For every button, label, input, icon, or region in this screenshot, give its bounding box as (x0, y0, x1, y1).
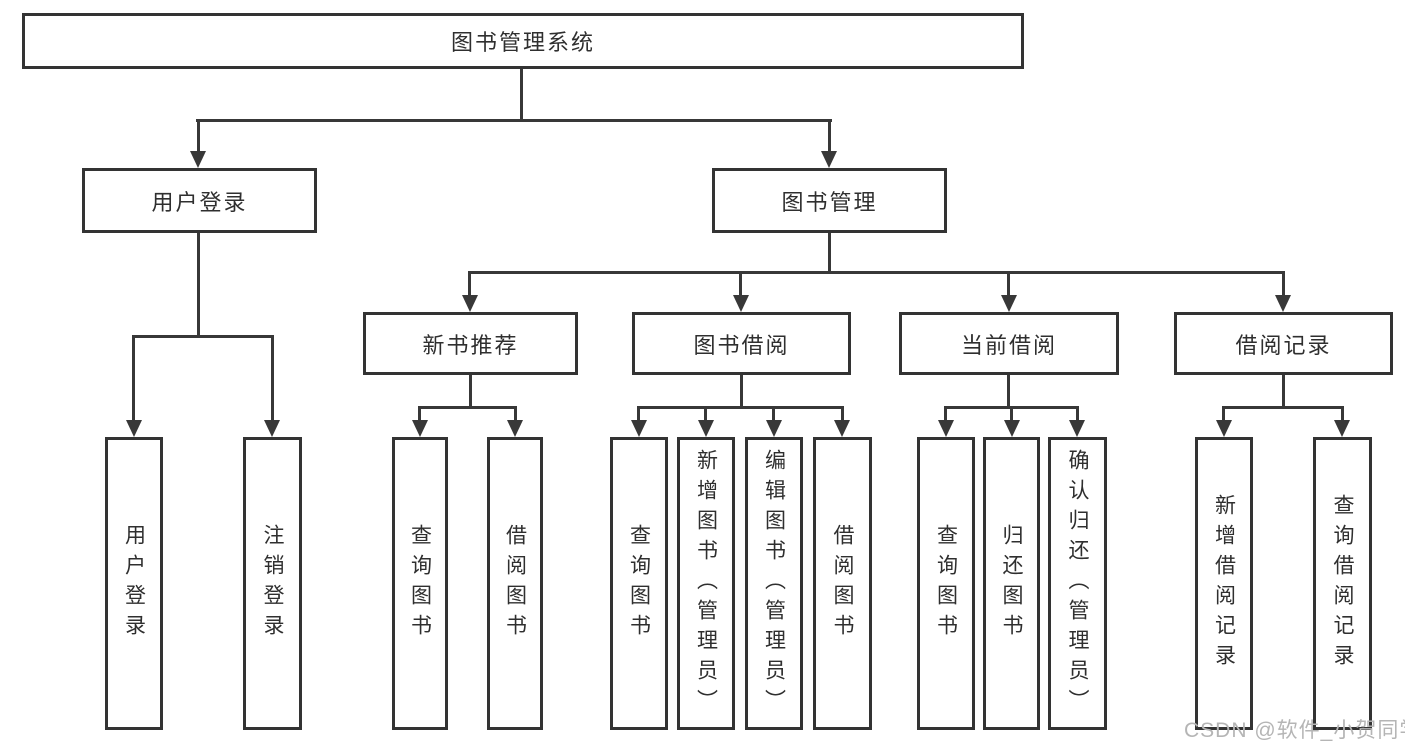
leaf-query-books-recommend: 查询图书 (392, 437, 448, 730)
arrow-down-icon (126, 420, 142, 437)
connector-line (418, 406, 421, 421)
connector-line (469, 375, 472, 408)
connector-line (841, 406, 844, 421)
connector-line (520, 69, 523, 121)
arrow-down-icon (1275, 295, 1291, 312)
connector-line (944, 406, 947, 421)
leaf-label: 归还图书 (1000, 523, 1023, 644)
connector-line (468, 271, 1285, 274)
arrow-down-icon (1334, 420, 1350, 437)
leaf-label: 用户登录 (122, 523, 146, 644)
connector-line (828, 233, 831, 273)
connector-line (1076, 406, 1079, 421)
arrow-down-icon (462, 295, 478, 312)
connector-line (1007, 375, 1010, 408)
arrow-down-icon (1004, 420, 1020, 437)
leaf-label: 查询图书 (934, 523, 958, 644)
connector-line (1222, 406, 1343, 409)
arrow-down-icon (1216, 420, 1232, 437)
node-current-borrowing: 当前借阅 (899, 312, 1119, 375)
connector-line (772, 406, 775, 421)
connector-line (740, 375, 743, 408)
connector-line (739, 271, 742, 297)
leaf-label: 新增借阅记录 (1212, 493, 1236, 674)
node-borrowing-records: 借阅记录 (1174, 312, 1393, 375)
connector-line (132, 335, 274, 338)
arrow-down-icon (1069, 420, 1085, 437)
watermark: CSDN @软件_小贺同学 (1184, 719, 1405, 742)
node-label: 借阅记录 (1235, 332, 1332, 358)
arrow-down-icon (834, 420, 850, 437)
leaf-confirm-return-admin: 确认归还（管理员） (1048, 437, 1107, 730)
node-user-login: 用户登录 (82, 168, 317, 233)
arrow-down-icon (938, 420, 954, 437)
connector-line (704, 406, 707, 421)
leaf-query-books-current: 查询图书 (917, 437, 975, 730)
connector-line (132, 335, 135, 421)
leaf-label: 确认归还（管理员） (1066, 448, 1089, 719)
leaf-return-books: 归还图书 (983, 437, 1040, 730)
arrow-down-icon (264, 420, 280, 437)
connector-line (1222, 406, 1225, 421)
node-label: 用户登录 (151, 189, 248, 215)
node-label: 当前借阅 (960, 332, 1057, 358)
leaf-label: 查询图书 (627, 523, 651, 644)
connector-line (1010, 406, 1013, 421)
leaf-add-book-admin: 新增图书（管理员） (677, 437, 735, 730)
node-new-book-recommendation: 新书推荐 (363, 312, 578, 375)
leaf-label: 借阅图书 (503, 523, 527, 644)
leaf-label: 编辑图书（管理员） (762, 448, 786, 719)
leaf-edit-book-admin: 编辑图书（管理员） (745, 437, 803, 730)
connector-line (514, 406, 517, 421)
leaf-label: 查询图书 (408, 523, 432, 644)
connector-line (828, 119, 831, 153)
arrow-down-icon (190, 151, 206, 168)
leaf-label: 借阅图书 (831, 523, 854, 644)
arrow-down-icon (1001, 295, 1017, 312)
leaf-label: 新增图书（管理员） (694, 448, 718, 719)
arrow-down-icon (412, 420, 428, 437)
arrow-down-icon (821, 151, 837, 168)
connector-line (271, 335, 274, 421)
connector-line (1282, 375, 1285, 408)
leaf-user-login: 用户登录 (105, 437, 163, 730)
leaf-add-borrow-record: 新增借阅记录 (1195, 437, 1253, 730)
connector-line (196, 119, 832, 122)
leaf-label: 查询借阅记录 (1331, 493, 1354, 674)
leaf-query-borrow-record: 查询借阅记录 (1313, 437, 1372, 730)
connector-line (418, 406, 517, 409)
node-label: 图书借阅 (693, 332, 790, 358)
node-library-management-system: 图书管理系统 (22, 13, 1024, 69)
arrow-down-icon (766, 420, 782, 437)
leaf-query-books-borrowing: 查询图书 (610, 437, 668, 730)
node-label: 新书推荐 (422, 332, 519, 358)
connector-line (197, 233, 200, 337)
leaf-label: 注销登录 (261, 523, 284, 644)
node-label: 图书管理系统 (450, 30, 595, 55)
connector-line (197, 119, 200, 153)
arrow-down-icon (698, 420, 714, 437)
leaf-borrow-books-recommend: 借阅图书 (487, 437, 543, 730)
node-label: 图书管理 (781, 189, 878, 215)
leaf-logout: 注销登录 (243, 437, 302, 730)
node-book-borrowing: 图书借阅 (632, 312, 851, 375)
connector-line (1341, 406, 1344, 421)
connector-line (1282, 271, 1285, 297)
connector-line (637, 406, 844, 409)
arrow-down-icon (507, 420, 523, 437)
arrow-down-icon (733, 295, 749, 312)
connector-line (1007, 271, 1010, 297)
connector-line (637, 406, 640, 421)
leaf-borrow-books-borrowing: 借阅图书 (813, 437, 872, 730)
node-book-management: 图书管理 (712, 168, 947, 233)
arrow-down-icon (631, 420, 647, 437)
connector-line (468, 271, 471, 297)
